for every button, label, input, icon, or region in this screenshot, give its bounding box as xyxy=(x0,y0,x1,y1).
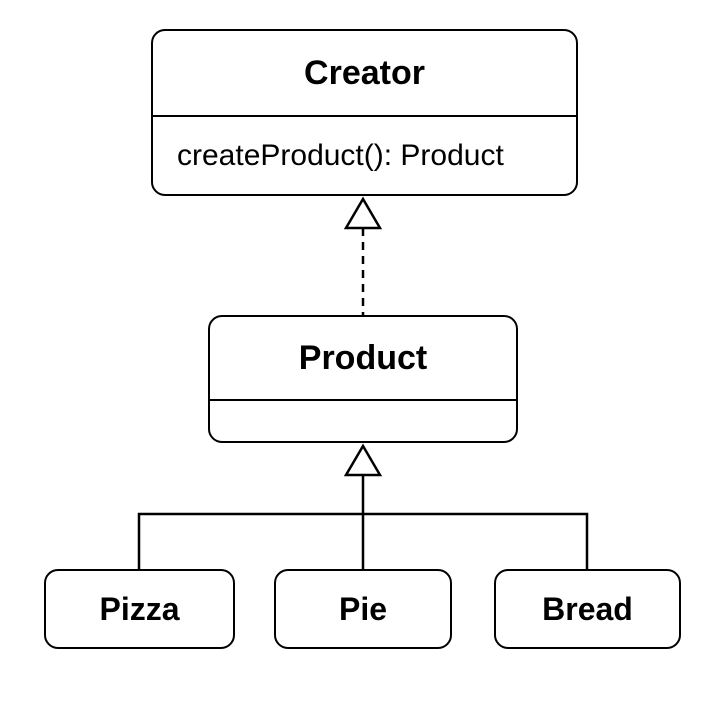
creator-class-name: Creator xyxy=(304,53,425,92)
creator-class-method: createProduct(): Product xyxy=(177,139,504,172)
bread-class-name: Bread xyxy=(542,590,633,627)
pizza-class-box: Pizza xyxy=(44,569,235,649)
pizza-class-name: Pizza xyxy=(99,590,180,627)
product-class-members xyxy=(210,401,516,441)
generalization-branch-line xyxy=(137,512,589,569)
generalization-arrowhead xyxy=(343,443,383,477)
creator-class-box: Creator createProduct(): Product xyxy=(151,29,578,196)
creator-class-divider xyxy=(153,115,576,117)
bread-class-box: Bread xyxy=(494,569,681,649)
pie-class-name: Pie xyxy=(338,590,388,627)
pie-class-box: Pie xyxy=(274,569,452,649)
realization-arrowhead xyxy=(343,196,383,230)
product-class-divider xyxy=(210,399,516,401)
product-class-name: Product xyxy=(298,338,428,377)
product-class-box: Product xyxy=(208,315,518,443)
